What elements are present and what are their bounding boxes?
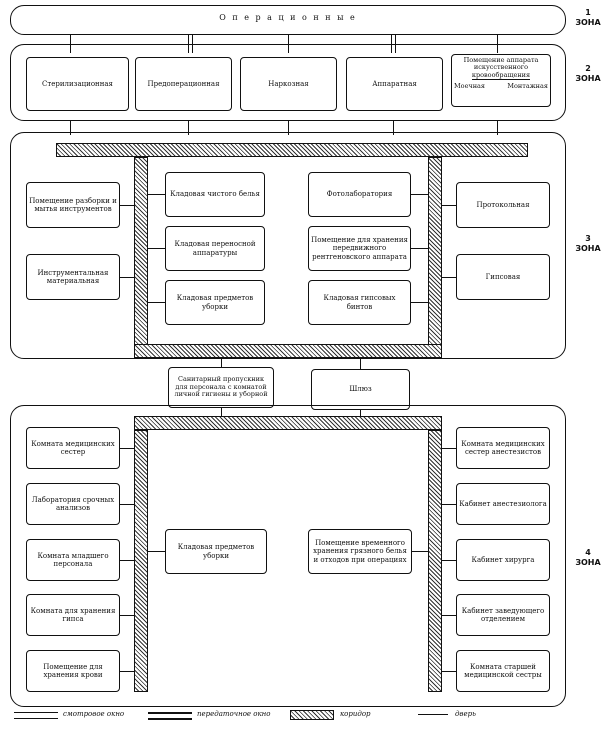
complex-line3: кровообращения	[471, 70, 531, 81]
room-anesthetist-nurses: Комната медицинских сестер анестезистов	[456, 427, 550, 469]
room-instrument-materials: Инструментальная материальная	[26, 254, 120, 300]
room-xray-storage: Помещение для хранения передвижного рент…	[308, 226, 411, 271]
room-dirty-linen: Помещение временного хранения грязного б…	[308, 529, 412, 574]
connector	[360, 358, 362, 369]
room-apparatus: Аппаратная	[346, 57, 443, 111]
connector	[442, 504, 456, 506]
room-photo-lab: Фотолаборатория	[308, 172, 411, 217]
complex-subrooms: Моечная Монтажная	[454, 82, 548, 91]
connector	[497, 121, 499, 135]
connector	[120, 205, 134, 207]
zone2-frame	[10, 44, 566, 121]
complex-washroom: Моечная	[454, 82, 486, 91]
corridor-zone3-right	[428, 157, 442, 358]
zone4-num: 4	[585, 548, 591, 557]
connector	[442, 615, 456, 617]
legend-door-symbol	[418, 714, 448, 715]
zone3-word: ЗОНА	[575, 243, 601, 253]
zone4-word: ЗОНА	[575, 557, 601, 567]
connector	[360, 410, 362, 416]
corridor-zone4-top	[134, 416, 442, 430]
legend-window-label: смотровое окно	[63, 710, 125, 718]
complex-line2: искусственного	[473, 63, 529, 72]
room-urgent-lab: Лаборатория срочных анализов	[26, 483, 120, 525]
corridor-zone3-left	[134, 157, 148, 358]
connector	[148, 248, 165, 250]
connector	[148, 551, 165, 553]
zone2-word: ЗОНА	[575, 73, 601, 83]
corridor-zone3-bottom	[134, 344, 442, 358]
room-sterilization: Стерилизационная	[26, 57, 129, 111]
room-blood-storage: Помещение для хранения крови	[26, 650, 120, 692]
legend-door-label: дверь	[455, 710, 476, 718]
room-junior-staff: Комната младшего персонала	[26, 539, 120, 581]
legend-corridor-symbol	[290, 710, 334, 720]
room-cleaning-supplies-4: Кладовая предметов уборки	[165, 529, 267, 574]
legend-transfer-symbol	[148, 712, 192, 720]
room-portable-equipment: Кладовая переносной аппаратуры	[165, 226, 265, 271]
connector	[442, 448, 456, 450]
connector	[120, 560, 134, 562]
connector	[442, 560, 456, 562]
complex-assembly: Монтажная	[507, 82, 548, 91]
room-plaster-bandages: Кладовая гипсовых бинтов	[308, 280, 411, 325]
connector	[120, 671, 134, 673]
connector	[412, 551, 428, 553]
room-cleaning-supplies-3: Кладовая предметов уборки	[165, 280, 265, 325]
complex-line1: Помещение аппарата	[463, 56, 539, 64]
connector	[288, 121, 290, 135]
zone3-frame	[10, 132, 566, 359]
corridor-zone4-left	[134, 430, 148, 692]
zone3-num: 3	[585, 234, 591, 243]
connector	[120, 504, 134, 506]
connector	[221, 408, 223, 416]
zone1-title: О п е р а ц и о н н ы е	[219, 13, 357, 22]
corridor-zone3-top	[56, 143, 528, 157]
legend-corridor-label: коридор	[340, 710, 371, 718]
connector	[221, 358, 223, 367]
airlock: Шлюз	[311, 369, 410, 410]
connector	[70, 121, 72, 135]
connector	[120, 448, 134, 450]
room-protocol: Протокольная	[456, 182, 550, 228]
legend-transfer-label: передаточное окно	[197, 710, 271, 718]
connector	[442, 671, 456, 673]
legend-window-symbol	[14, 712, 58, 719]
room-head-of-department: Кабинет заведующего отделением	[456, 594, 550, 636]
corridor-zone4-right	[428, 430, 442, 692]
room-gypsum-storage: Комната для хранения гипса	[26, 594, 120, 636]
room-clean-linen: Кладовая чистого белья	[165, 172, 265, 217]
room-anesthesia: Наркозная	[240, 57, 337, 111]
room-preoperative: Предоперационная	[135, 57, 232, 111]
room-head-nurse: Комната старшей медицинской сестры	[456, 650, 550, 692]
connector	[148, 302, 165, 304]
room-heart-lung-machine: Помещение аппарата искусственного кровоо…	[451, 54, 551, 107]
room-instrument-washing: Помещение разборки и мытья инструментов	[26, 182, 120, 228]
zone2-num: 2	[585, 64, 591, 73]
zone1-num: 1	[585, 8, 591, 17]
room-anesthesiologist: Кабинет анестезиолога	[456, 483, 550, 525]
connector	[442, 205, 456, 207]
connector	[393, 121, 395, 135]
room-nurses: Комната медицинских сестер	[26, 427, 120, 469]
connector	[120, 615, 134, 617]
connector	[411, 248, 428, 250]
connector	[411, 302, 428, 304]
room-plaster: Гипсовая	[456, 254, 550, 300]
zone4-frame	[10, 405, 566, 707]
connector	[411, 194, 428, 196]
zone1-frame	[10, 5, 566, 35]
connector	[148, 194, 165, 196]
sanitary-checkpoint: Санитарный пропускник для персонала с ко…	[168, 367, 274, 408]
connector	[442, 277, 456, 279]
zone1-word: ЗОНА	[575, 17, 601, 27]
connector	[120, 277, 134, 279]
connector	[188, 121, 190, 135]
room-surgeon: Кабинет хирурга	[456, 539, 550, 581]
